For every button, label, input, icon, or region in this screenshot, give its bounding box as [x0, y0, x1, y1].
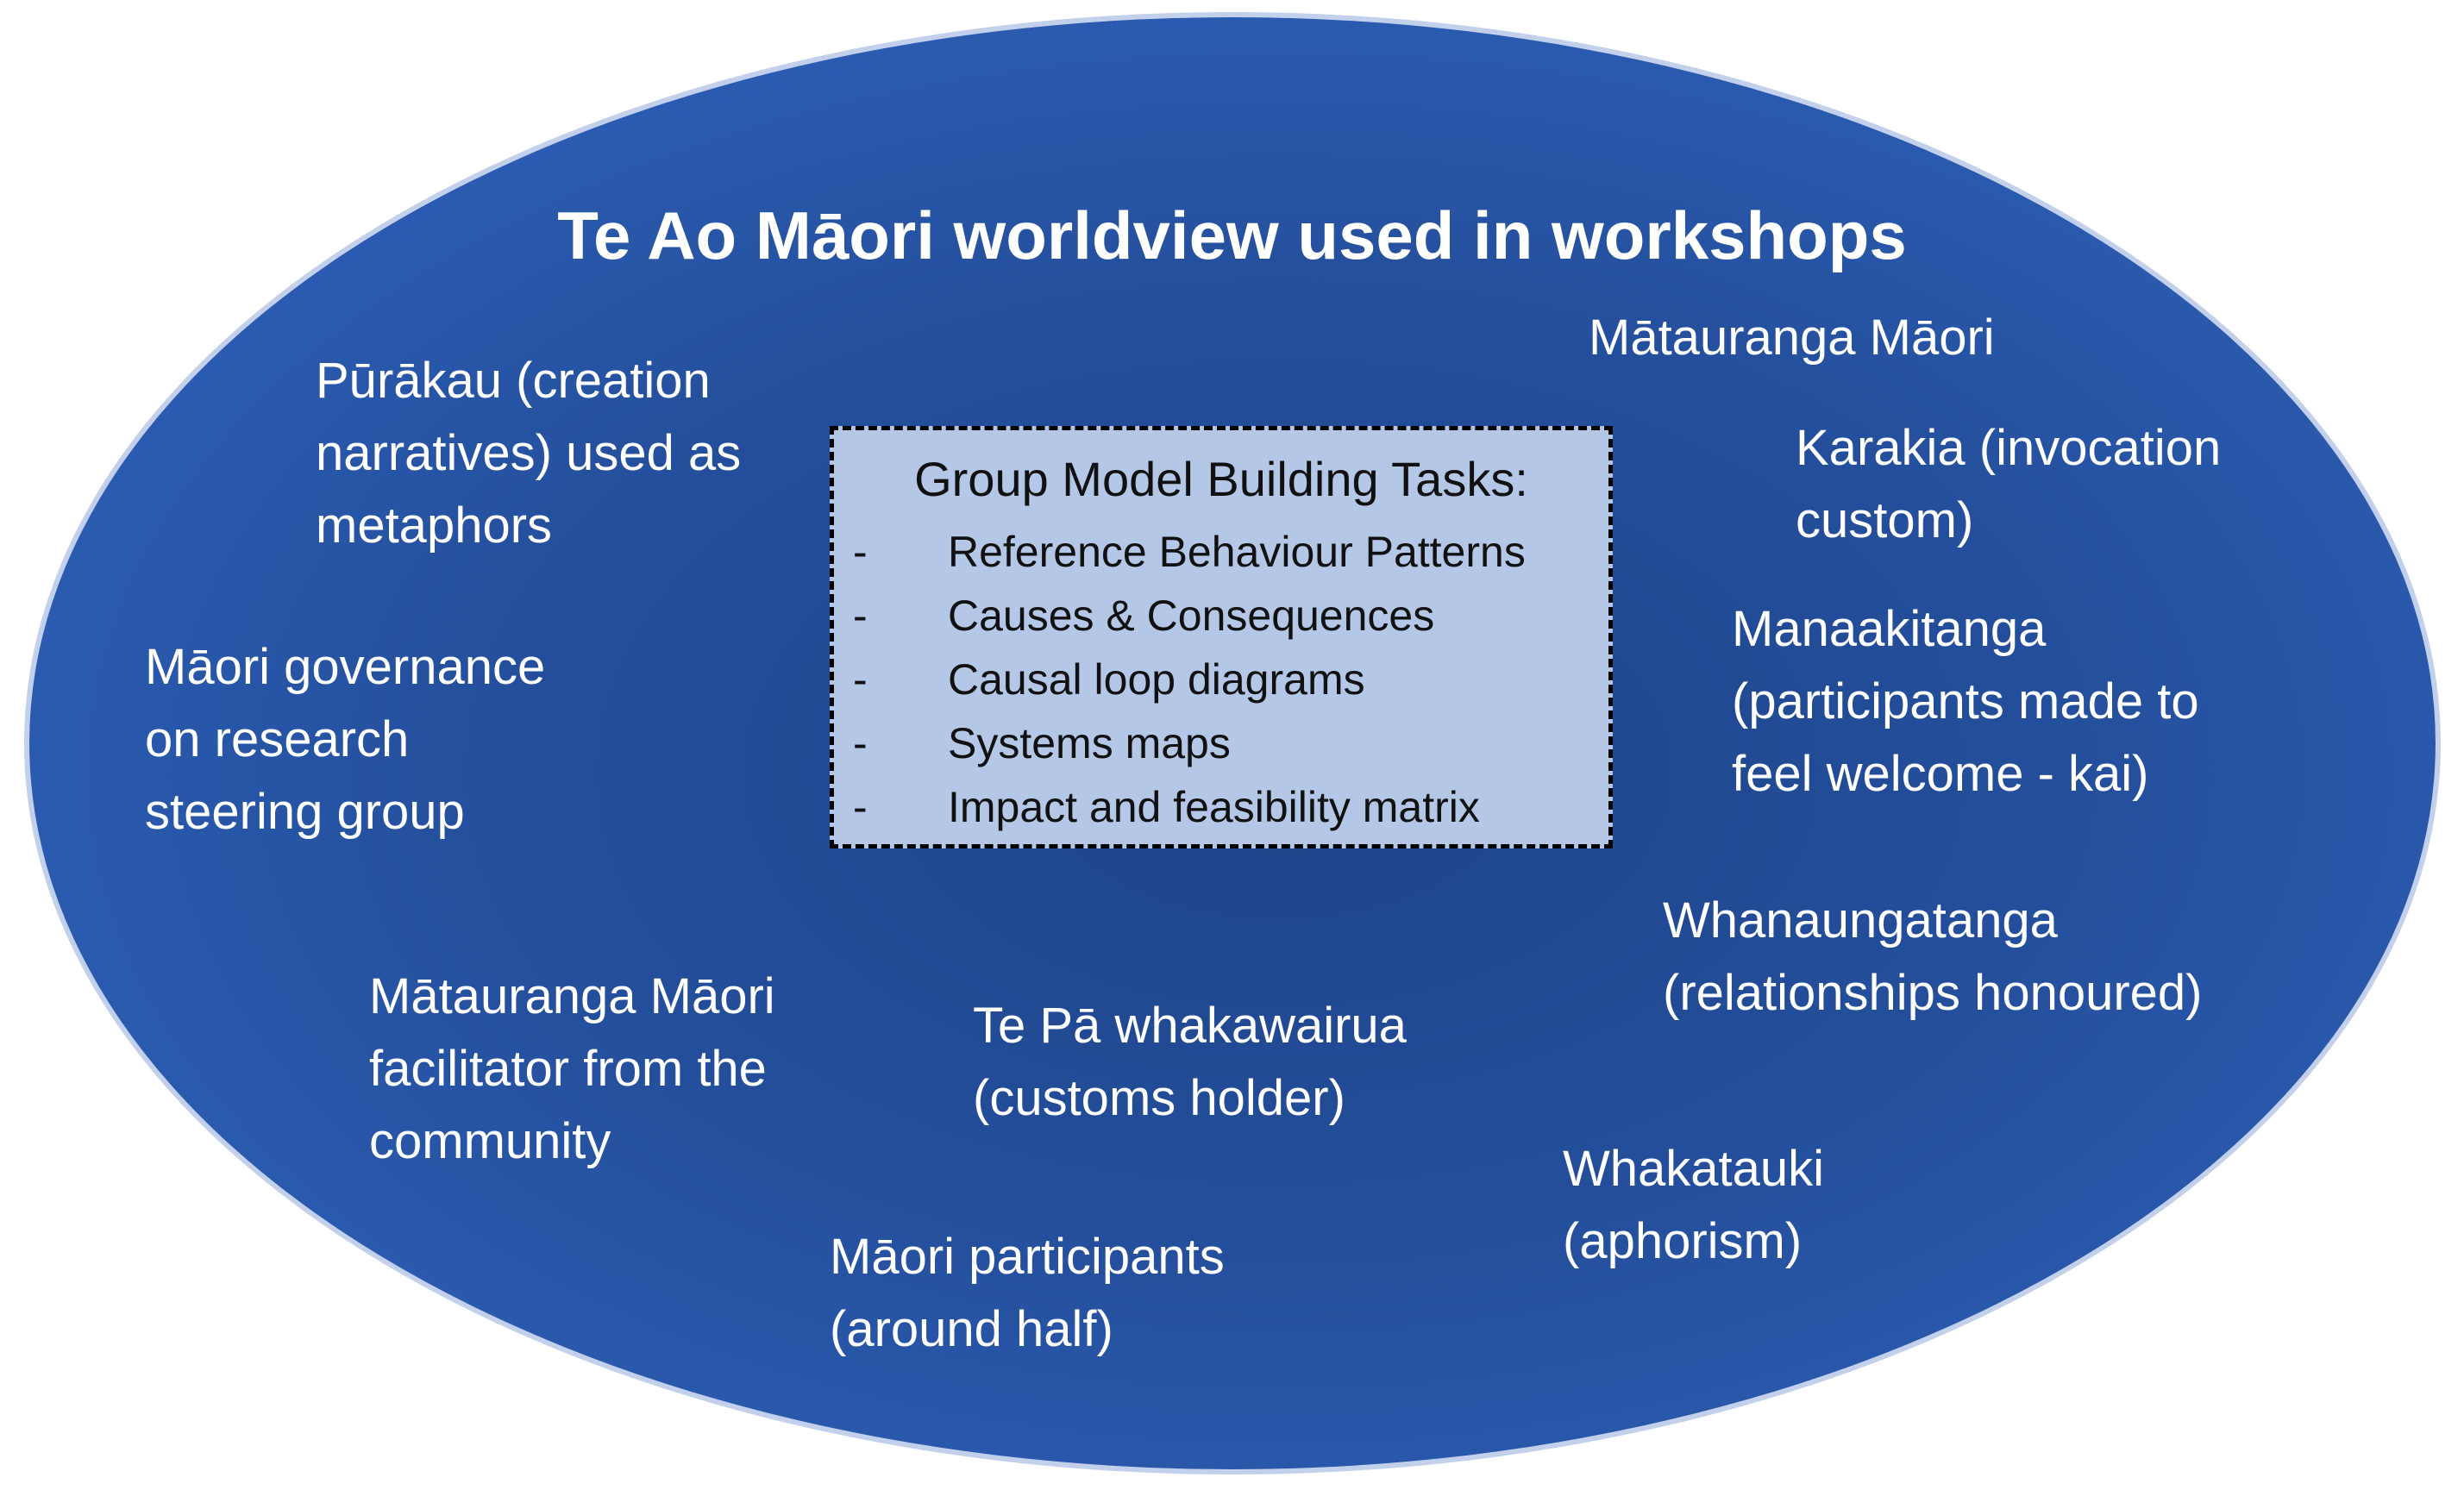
task-label: Reference Behaviour Patterns — [948, 528, 1526, 576]
facilitator-line: community — [369, 1113, 611, 1169]
manaakitanga-line: feel welcome - kai) — [1732, 746, 2149, 802]
purakau-line: Pūrākau (creation — [316, 353, 711, 409]
whanaungatanga-line: Whanaungatanga — [1663, 892, 2058, 948]
task-label: Causes & Consequences — [948, 592, 1435, 640]
te-pa-label: Te Pā whakawairua (customs holder) — [973, 990, 1407, 1135]
whakatauki-line: Whakatauki — [1563, 1141, 1825, 1197]
matauranga-label: Mātauranga Māori — [1589, 302, 1995, 374]
bullet-dash: - — [853, 783, 868, 831]
bullet-dash: - — [853, 528, 868, 576]
karakia-label: Karakia (invocation custom) — [1796, 412, 2221, 557]
group-model-building-tasks-box: Group Model Building Tasks: - Reference … — [830, 426, 1613, 848]
bullet-dash: - — [853, 592, 868, 640]
participants-label: Māori participants (around half) — [830, 1221, 1225, 1366]
whanaungatanga-line: (relationships honoured) — [1663, 965, 2203, 1021]
task-label: Systems maps — [948, 719, 1231, 767]
whakatauki-line: (aphorism) — [1563, 1213, 1803, 1269]
bullet-dash: - — [853, 719, 868, 767]
purakau-label: Pūrākau (creation narratives) used as me… — [316, 345, 741, 562]
manaakitanga-line: (participants made to — [1732, 673, 2199, 729]
matauranga-line: Mātauranga Māori — [1589, 310, 1995, 366]
governance-line: on research — [145, 711, 410, 767]
whakatauki-label: Whakatauki (aphorism) — [1563, 1133, 1824, 1278]
manaakitanga-label: Manaakitanga (participants made to feel … — [1732, 593, 2199, 811]
facilitator-line: Mātauranga Māori — [369, 968, 775, 1024]
governance-line: Māori governance — [145, 639, 546, 695]
te-pa-line: (customs holder) — [973, 1070, 1345, 1126]
tasks-heading: Group Model Building Tasks: — [914, 452, 1528, 506]
task-label: Impact and feasibility matrix — [948, 783, 1480, 831]
facilitator-line: facilitator from the — [369, 1041, 767, 1097]
te-pa-line: Te Pā whakawairua — [973, 998, 1407, 1054]
whanaungatanga-label: Whanaungatanga (relationships honoured) — [1663, 885, 2202, 1030]
governance-line: steering group — [145, 784, 465, 840]
participants-line: (around half) — [830, 1301, 1113, 1357]
purakau-line: narratives) used as — [316, 425, 742, 481]
bullet-dash: - — [853, 655, 868, 704]
karakia-line: Karakia (invocation — [1796, 420, 2222, 476]
task-label: Causal loop diagrams — [948, 655, 1365, 704]
manaakitanga-line: Manaakitanga — [1732, 601, 2047, 657]
facilitator-label: Mātauranga Māori facilitator from the co… — [369, 961, 775, 1178]
governance-label: Māori governance on research steering gr… — [145, 631, 545, 848]
karakia-line: custom) — [1796, 492, 1974, 548]
purakau-line: metaphors — [316, 498, 553, 554]
diagram-title: Te Ao Māori worldview used in workshops — [557, 197, 1907, 273]
participants-line: Māori participants — [830, 1229, 1225, 1285]
